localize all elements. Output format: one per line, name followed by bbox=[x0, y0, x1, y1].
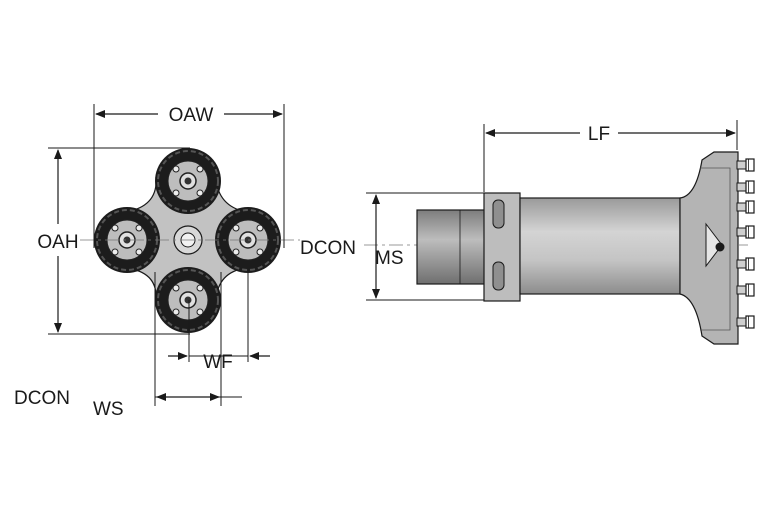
side-view: LF DCON MS bbox=[300, 120, 755, 345]
wf-label: WF bbox=[203, 352, 233, 373]
insert-screw-5 bbox=[736, 257, 755, 271]
oah-label: OAH bbox=[37, 232, 78, 253]
insert-screw-4 bbox=[736, 225, 755, 239]
dconws-subscript: WS bbox=[93, 399, 124, 420]
cartridge-top bbox=[154, 147, 222, 215]
insert-screw-3 bbox=[736, 200, 755, 214]
insert-screw-7 bbox=[736, 315, 755, 329]
head-face bbox=[700, 167, 731, 331]
shank bbox=[416, 209, 486, 285]
drive-slot-top bbox=[492, 199, 505, 229]
dconms-label: DCON bbox=[300, 238, 356, 259]
coolant-hole bbox=[715, 242, 725, 252]
insert-screw-1 bbox=[736, 158, 755, 172]
dconws-label: DCON bbox=[14, 388, 70, 409]
dconms-subscript: MS bbox=[375, 248, 404, 269]
insert-screw-2 bbox=[736, 180, 755, 194]
shaft bbox=[519, 197, 681, 295]
front-view: OAW OAH WF DCON WS bbox=[14, 104, 300, 420]
cartridge-bottom bbox=[154, 266, 222, 334]
insert-screw-6 bbox=[736, 283, 755, 297]
head-chip-pocket bbox=[705, 222, 723, 268]
oaw-label: OAW bbox=[169, 105, 214, 126]
lf-label: LF bbox=[588, 124, 610, 145]
drive-slot-bottom bbox=[492, 261, 505, 291]
